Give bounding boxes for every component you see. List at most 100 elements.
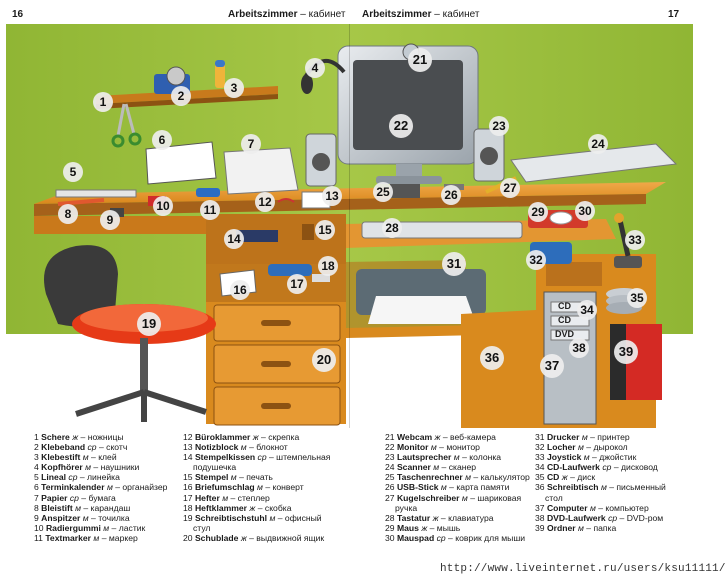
marker-25: 25 [373, 182, 393, 202]
vocab-item-continuation: стол [545, 492, 563, 503]
joystick-stick [617, 219, 631, 257]
marker-18: 18 [318, 256, 338, 276]
marker-34: 34 [577, 300, 597, 320]
vocab-item: 16 Briefumschlag м – конверт [183, 482, 304, 493]
vocab-item-continuation: ручка [395, 502, 418, 513]
joystick-base [614, 256, 642, 268]
office-illustration: CD CD DVD 1 2 3 4 5 6 7 8 9 10 11 12 13 … [6, 24, 693, 428]
vocab-item: 32 Locher м – дырокол [535, 442, 628, 453]
marker-32: 32 [526, 250, 546, 270]
scanner [510, 143, 678, 183]
marker-14: 14 [224, 229, 244, 249]
marker-24: 24 [588, 134, 608, 154]
marker-1: 1 [93, 92, 113, 112]
marker-28: 28 [382, 218, 402, 238]
page-gutter [349, 24, 350, 428]
marker-15: 15 [315, 220, 335, 240]
marker-23: 23 [489, 116, 509, 136]
vocab-item: 30 Mauspad ср – коврик для мыши [385, 532, 526, 543]
tower-cd-label-2: CD [558, 315, 571, 325]
marker-12: 12 [255, 192, 275, 212]
vocab-item: 27 Kugelschreiber м – шариковая [385, 492, 522, 503]
vocab-item: 11 Textmarker м – маркер [34, 532, 138, 543]
right-title-ru: кабинет [442, 9, 480, 20]
joystick-knob [614, 213, 624, 223]
vocab-item: 25 Taschenrechner м – калькулятор [385, 472, 530, 483]
vocab-item: 31 Drucker м – принтер [535, 432, 630, 442]
vocab-item-continuation: стул [193, 522, 211, 533]
glue-stick-cap [215, 60, 225, 67]
vocab-item: 19 Schreibtischstuhl м – офисный [183, 512, 322, 523]
left-title-de: Arbeitszimmer [228, 9, 298, 20]
marker-29: 29 [528, 202, 548, 222]
mouse [549, 211, 573, 225]
marker-21: 21 [408, 48, 432, 72]
vocab-column-1: 1 Schere ж – ножницы 2 Klebeband ср – ск… [34, 432, 167, 543]
vocab-item: 37 Computer м – компьютер [535, 502, 649, 513]
desk-calendar [145, 141, 217, 185]
vocab-item: 21 Webcam ж – веб-камера [385, 432, 496, 442]
tower-cd-label-1: CD [558, 301, 571, 311]
stamp-pad [236, 230, 278, 242]
vocab-item: 9 Anspitzer м – точилка [34, 512, 130, 523]
vocab-item: 29 Maus ж – мышь [385, 522, 461, 533]
right-page-title: Arbeitszimmer – кабинет [362, 9, 479, 20]
drawer-1-handle [261, 320, 291, 326]
vocab-item: 34 CD-Laufwerk ср – дисковод [535, 462, 658, 473]
marker-27: 27 [500, 178, 520, 198]
tower-dvd-label: DVD [555, 329, 575, 339]
vocab-item: 12 Büroklammer ж – скрепка [183, 432, 300, 442]
right-page-number: 17 [668, 9, 680, 20]
marker-33: 33 [625, 230, 645, 250]
vocab-item: 13 Notizblock м – блокнот [183, 442, 288, 453]
vocab-item: 18 Heftklammer ж – скобка [183, 502, 292, 513]
marker-7: 7 [241, 134, 261, 154]
marker-13: 13 [322, 186, 342, 206]
desk-left-apron [34, 216, 214, 234]
monitor-neck [396, 164, 422, 178]
vocab-item: 15 Stempel м – печать [183, 472, 273, 483]
vocab-item: 4 Kopfhörer м – наушники [34, 462, 140, 473]
marker-26: 26 [441, 185, 461, 205]
left-title-sep: – [300, 9, 306, 20]
paper-stack [223, 147, 299, 195]
left-title-ru: кабинет [308, 9, 346, 20]
vocab-item: 7 Papier ср – бумага [34, 492, 116, 503]
vocab-item: 39 Ordner м – папка [535, 522, 617, 533]
vocab-item-continuation: подушечка [193, 462, 237, 473]
ruler [55, 189, 137, 198]
vocab-item: 10 Radiergummi м – ластик [34, 522, 146, 533]
source-url-watermark: http://www.liveinternet.ru/users/ksu1111… [440, 563, 726, 575]
vocab-item: 1 Schere ж – ножницы [34, 432, 124, 442]
desk-right-panel [461, 310, 536, 428]
vocab-item: 28 Tastatur ж – клавиатура [385, 512, 494, 523]
monitor-screen [353, 60, 463, 150]
vocab-column-3: 21 Webcam ж – веб-камера 22 Monitor м – … [385, 432, 530, 543]
monitor-base [376, 176, 442, 184]
marker-2: 2 [171, 86, 191, 106]
vocab-item: 35 CD ж – диск [535, 472, 596, 483]
marker-6: 6 [152, 130, 172, 150]
desk-top-edge [34, 194, 646, 216]
marker-9: 9 [100, 210, 120, 230]
marker-11: 11 [200, 200, 220, 220]
staples [312, 274, 330, 282]
vocab-item: 38 DVD-Laufwerk ср – DVD-ром [535, 512, 664, 523]
speaker-right-cone [480, 147, 498, 165]
marker-38: 38 [569, 338, 589, 358]
vocab-item: 36 Schreibtisch м – письменный [535, 482, 666, 493]
dvd-drive [550, 329, 590, 341]
vocab-item: 14 Stempelkissen ср – штемпельная [183, 452, 331, 463]
stapler [268, 264, 312, 276]
printer-paper [368, 296, 476, 324]
vocab-item: 17 Hefter м – степлер [183, 492, 270, 503]
right-title-de: Arbeitszimmer [362, 9, 432, 20]
marker-37: 37 [540, 354, 564, 378]
drawer-2-handle [261, 361, 291, 367]
marker-31: 31 [442, 252, 466, 276]
marker-22: 22 [389, 114, 413, 138]
page-header: 16 Arbeitszimmer – кабинет Arbeitszimmer… [0, 0, 699, 24]
glue-stick [215, 60, 225, 88]
marker-39: 39 [614, 340, 638, 364]
marker-8: 8 [58, 204, 78, 224]
